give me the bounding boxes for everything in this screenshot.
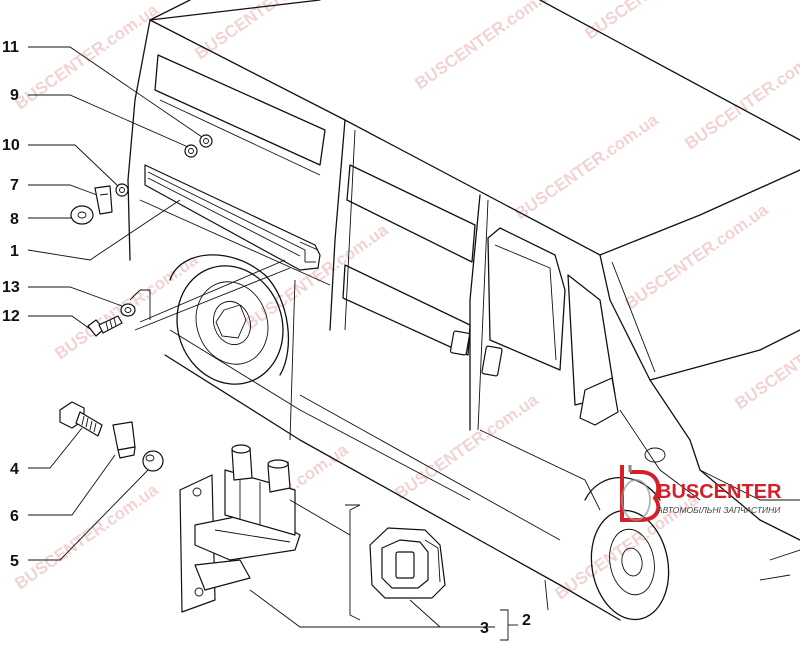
callout-6: 6 (10, 508, 19, 525)
callout-11: 11 (2, 39, 19, 56)
buscenter-logo: BUSCENTER АВТОМОБІЛЬНІ ЗАПЧАСТИНИ (620, 465, 782, 522)
nut-part (115, 183, 129, 197)
watermark-text: BUSCENTER.com.ua (681, 40, 800, 153)
cap-part (142, 450, 164, 472)
large-bolt-part (59, 401, 103, 437)
van-illustration (127, 0, 800, 621)
leader-lines (27, 46, 518, 641)
roller-pad-part (369, 527, 446, 599)
watermark-text: BUSCENTER.com.ua (731, 300, 800, 413)
door-rail-part (144, 164, 321, 271)
callout-labels: 11 9 10 7 8 1 13 12 4 6 5 3 2 (2, 39, 531, 637)
watermark-text: BUSCENTER.com.ua (11, 0, 162, 113)
callout-3: 3 (480, 620, 489, 637)
watermark-text: BUSCENTER.com.ua (191, 0, 342, 63)
watermark-text: BUSCENTER.com.ua (411, 0, 562, 93)
washer-part (184, 134, 213, 158)
callout-12: 12 (2, 308, 20, 325)
callout-4: 4 (10, 461, 19, 478)
logo-mark (620, 465, 661, 522)
watermark-text: BUSCENTER.com.ua (511, 110, 662, 223)
spring-clip-part (112, 421, 136, 459)
callout-10: 10 (2, 137, 20, 154)
logo-name: BUSCENTER (657, 481, 782, 503)
door-handle (481, 345, 503, 377)
callout-9: 9 (10, 87, 19, 104)
callout-7: 7 (10, 177, 19, 194)
flat-washer-part (70, 205, 94, 225)
clip-part (94, 185, 113, 215)
roller-bracket-assembly (179, 444, 301, 613)
side-mirror (579, 377, 619, 426)
callout-1: 1 (10, 243, 19, 260)
callout-8: 8 (10, 211, 19, 228)
callout-5: 5 (10, 553, 19, 570)
bracket-markers (129, 289, 549, 621)
watermark-text: BUSCENTER.com.ua (11, 480, 162, 593)
ring-part (120, 303, 136, 317)
rear-wheel (169, 254, 290, 385)
logo-tagline: АВТОМОБІЛЬНІ ЗАПЧАСТИНИ (656, 505, 781, 515)
watermark-text: BUSCENTER.com.ua (391, 390, 542, 503)
bolt-part (87, 315, 123, 337)
callout-2: 2 (522, 612, 531, 629)
door-handle (449, 330, 471, 356)
watermark-text: BUSCENTER.com.ua (581, 0, 732, 43)
callout-13: 13 (2, 279, 20, 296)
